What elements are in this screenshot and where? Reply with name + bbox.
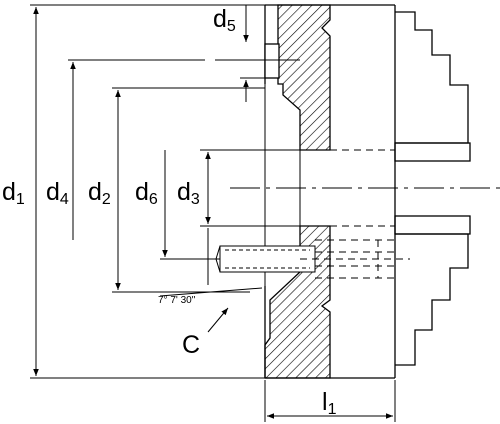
- dimension-lines: [33, 5, 393, 419]
- chamfer-leader: [207, 307, 229, 333]
- jaw-upper: [394, 11, 471, 162]
- label-d6: d6: [135, 178, 158, 208]
- extension-lines: [30, 4, 396, 422]
- label-d3: d3: [177, 178, 200, 208]
- label-chamfer-c: C: [182, 331, 200, 359]
- label-l1: l1: [322, 388, 337, 418]
- threaded-hole: [215, 245, 316, 273]
- label-d1: d1: [2, 178, 25, 208]
- dimension-labels: d1 d4 d2 d6 d3 d5 l1 C 7° 7' 30": [2, 5, 337, 418]
- angle-leader: [159, 287, 263, 297]
- label-d4: d4: [46, 178, 69, 208]
- label-angle: 7° 7' 30": [158, 295, 196, 306]
- hidden-lines: [300, 149, 410, 279]
- label-d2: d2: [88, 178, 111, 208]
- jaw-lower: [394, 215, 471, 366]
- label-d5: d5: [213, 5, 236, 35]
- mounting-hole: [264, 43, 280, 79]
